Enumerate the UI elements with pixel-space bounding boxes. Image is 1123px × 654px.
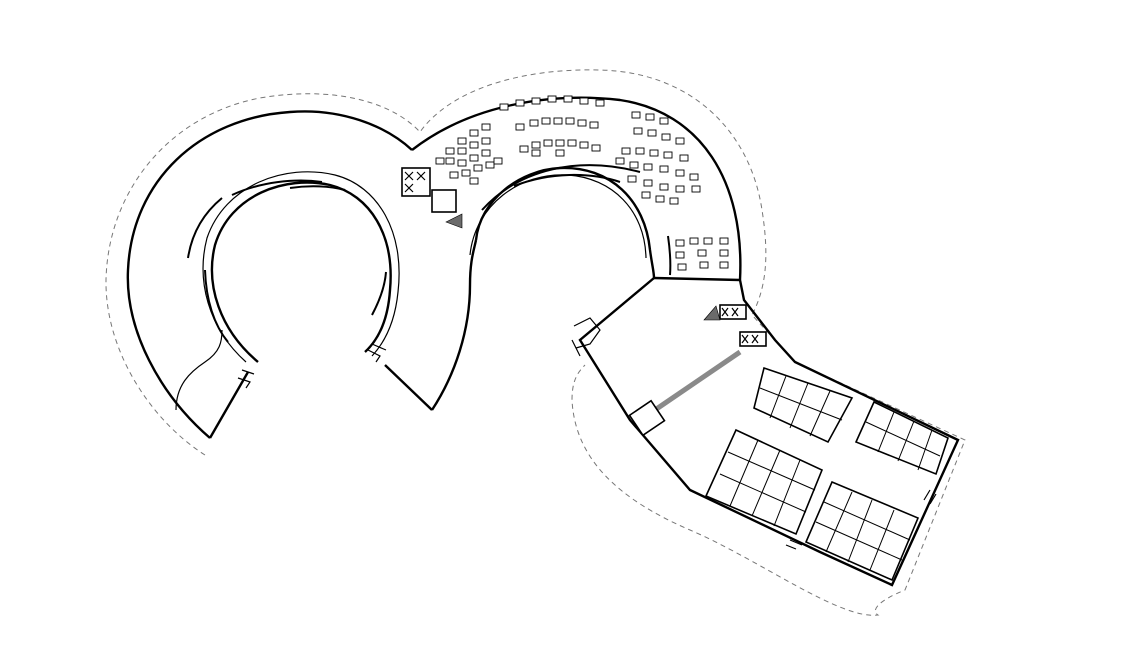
left-curved-partition (175, 329, 223, 411)
core-lift-cross (721, 307, 759, 344)
seating-desks (435, 95, 729, 271)
left-corridor-arc-4 (204, 269, 229, 343)
right-wing-inner-wall (474, 166, 656, 279)
left-wing-door-west (237, 369, 255, 389)
classroom-grid-left (704, 428, 824, 536)
classroom-grid-upper (753, 366, 854, 444)
core-elevator-cross (404, 171, 426, 193)
lower-door-marks (785, 489, 937, 550)
site-outline (105, 69, 966, 616)
left-wing-outer-wall (126, 110, 413, 439)
core-lift-lower (739, 331, 767, 347)
lower-block-outline (578, 277, 960, 587)
classroom-grid-bottom (804, 480, 920, 582)
entrance-facade (571, 317, 601, 357)
auditorium-stage-arc (481, 164, 641, 211)
ramp (650, 349, 742, 415)
ramp-landing (628, 399, 666, 437)
left-wing-end-cap-west (208, 371, 250, 439)
right-corridor-arc (513, 173, 621, 187)
right-wing-end-cap (653, 276, 741, 282)
core-shaft (431, 189, 457, 213)
right-wing-outer-wall (411, 96, 742, 281)
core-elevator (401, 167, 431, 197)
lower-stair (703, 305, 721, 321)
classroom-grid-right (854, 400, 949, 476)
left-corridor-arc-5 (371, 271, 387, 316)
left-corridor-arc-1 (187, 197, 223, 259)
left-courtyard-ring (202, 171, 400, 363)
core-stair (445, 213, 463, 229)
left-wing-inner-wall (430, 239, 478, 411)
left-wing-end-cap-east (384, 364, 433, 411)
left-corridor-arc-2 (231, 179, 323, 196)
core-lift-upper (719, 304, 747, 320)
left-corridor-arc-3 (289, 185, 346, 191)
left-wing-door-east (367, 343, 387, 363)
left-wing-courtyard-wall (210, 181, 392, 363)
right-room-partition (667, 235, 672, 276)
